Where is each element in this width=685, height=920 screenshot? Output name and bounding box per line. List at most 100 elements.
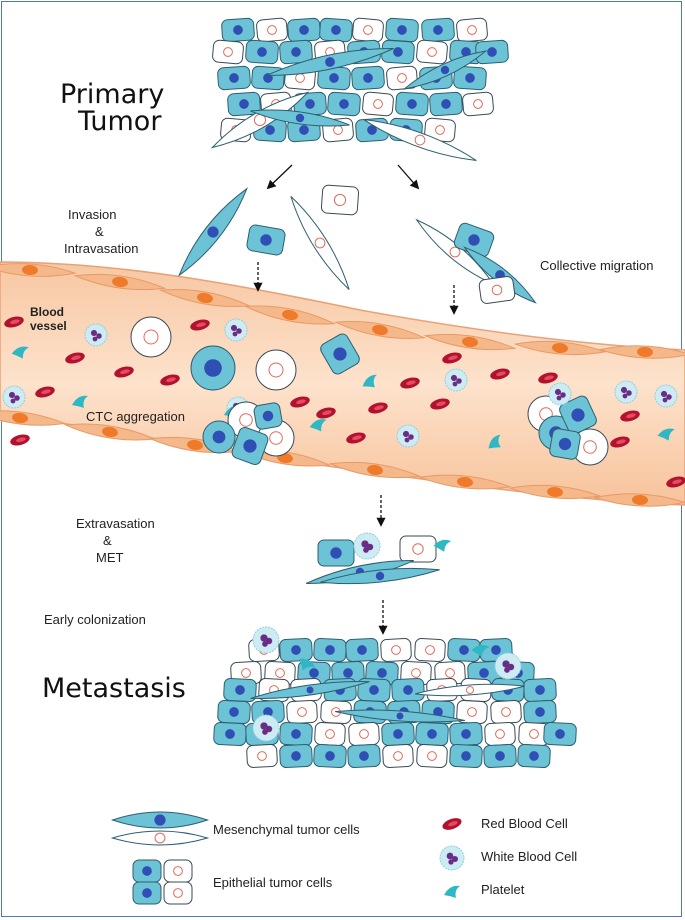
cell-nucleus [305, 99, 315, 109]
red-blood-cell [442, 818, 462, 830]
cell-body [348, 722, 380, 746]
wbc-lobe [232, 331, 238, 337]
blood-vessel [0, 261, 685, 507]
platelet [444, 885, 460, 898]
epithelial-tumor-cell [246, 744, 278, 768]
mesenchymal-tumor-cell [250, 109, 350, 127]
cell-nucleus [329, 73, 339, 83]
circulating-tumor-cell [202, 420, 236, 454]
cell-nucleus [314, 237, 326, 249]
legend-mesenchymal-label: Mesenchymal tumor cells [213, 822, 360, 837]
legend-wbc-label: White Blood Cell [481, 849, 577, 864]
red-blood-cell [114, 366, 134, 378]
platelet [471, 645, 490, 658]
cell-nucleus [359, 729, 369, 739]
cell-nucleus [207, 226, 219, 238]
wbc-lobe [96, 333, 102, 339]
epithelial-tumor-cell [256, 17, 288, 43]
cell-nucleus [407, 99, 417, 109]
cell-nucleus [173, 866, 183, 876]
red-blood-cell [666, 476, 685, 488]
epithelial-tumor-cell [231, 427, 269, 465]
epithelial-tumor-cell [462, 91, 494, 117]
epithelial-tumor-cell [484, 722, 516, 746]
epithelial-tumor-cell [362, 91, 394, 117]
cell-nucleus [433, 707, 443, 717]
rbc-center [374, 405, 384, 411]
extravasation-label-line1: Extravasation [76, 516, 155, 531]
cell-nucleus [397, 73, 407, 83]
white-blood-cell [614, 380, 638, 404]
invasion-label-line2: & [95, 224, 104, 239]
platelet-body [471, 645, 490, 658]
wbc-lobe [260, 722, 268, 730]
legend: Mesenchymal tumor cells Epithelial tumor… [110, 811, 577, 905]
red-blood-cell [160, 374, 180, 386]
epithelial-tumor-cell [490, 700, 522, 724]
cell-body [212, 39, 244, 65]
cell-body [363, 118, 477, 162]
wbc-lobe [666, 394, 672, 400]
wbc-lobe [560, 392, 566, 398]
cell-nucleus [466, 686, 474, 694]
endothelial-nucleus [22, 264, 38, 276]
epithelial-tumor-cell [317, 65, 351, 91]
cell-nucleus [467, 707, 477, 717]
white-blood-cell [224, 318, 248, 342]
cell-nucleus [225, 729, 235, 739]
wbc-lobe [363, 547, 369, 553]
red-blood-cell [368, 402, 388, 414]
cell-nucleus [325, 751, 335, 761]
epithelial-tumor-cell [347, 743, 381, 769]
cell-body [490, 700, 522, 724]
cell-nucleus [339, 99, 349, 109]
platelet [72, 395, 88, 408]
epithelial-tumor-cell [319, 17, 353, 43]
wbc-lobe [662, 397, 668, 403]
cell-nucleus [212, 430, 226, 444]
cell-nucleus [473, 99, 483, 109]
white-blood-cell [252, 714, 280, 742]
red-blood-cell [538, 372, 558, 384]
mesenchymal-tumor-cell [363, 118, 477, 162]
white-blood-cell [444, 368, 468, 392]
epithelial-tumor-cell [253, 402, 283, 430]
epithelial-tumor-cell [246, 224, 286, 256]
cell-nucleus [558, 437, 572, 451]
ctc-aggregation-label: CTC aggregation [86, 409, 185, 424]
cell-nucleus [239, 99, 249, 109]
legend-icons [110, 811, 465, 905]
cell-nucleus [369, 685, 379, 695]
cell-nucleus [583, 440, 597, 454]
platelet-body [488, 434, 501, 449]
endothelial-cell [508, 484, 602, 500]
cell-body [415, 683, 525, 697]
red-blood-cell [10, 434, 30, 446]
mesenchymal-tumor-cell [290, 195, 350, 291]
mesenchymal-tumor-cell [266, 47, 394, 77]
epithelial-tumor-cell [382, 744, 414, 768]
cell-nucleus [393, 751, 403, 761]
epithelial-tumor-cell [217, 699, 251, 725]
cell-nucleus [535, 685, 545, 695]
legend-rbc-label: Red Blood Cell [481, 816, 568, 831]
endothelial-nucleus [637, 346, 653, 358]
epithelial-tumor-cell [163, 881, 193, 905]
cell-body [352, 17, 384, 43]
epithelial-tumor-cell [279, 637, 313, 663]
wbc-lobe [404, 437, 410, 443]
platelet-body [362, 374, 377, 388]
platelet [299, 658, 316, 671]
cell-nucleus [529, 751, 539, 761]
epithelial-tumor-cell [314, 722, 346, 746]
rbc-center [16, 437, 26, 443]
cell-nucleus [333, 193, 347, 207]
cell-nucleus [253, 113, 267, 127]
cell-nucleus [299, 125, 309, 135]
platelet [657, 428, 675, 441]
endothelial-nucleus [187, 439, 203, 451]
endothelial-nucleus [372, 324, 388, 336]
red-blood-cell [316, 407, 336, 419]
arrow-invasion-left [266, 164, 293, 190]
wbc-lobe [402, 430, 410, 438]
